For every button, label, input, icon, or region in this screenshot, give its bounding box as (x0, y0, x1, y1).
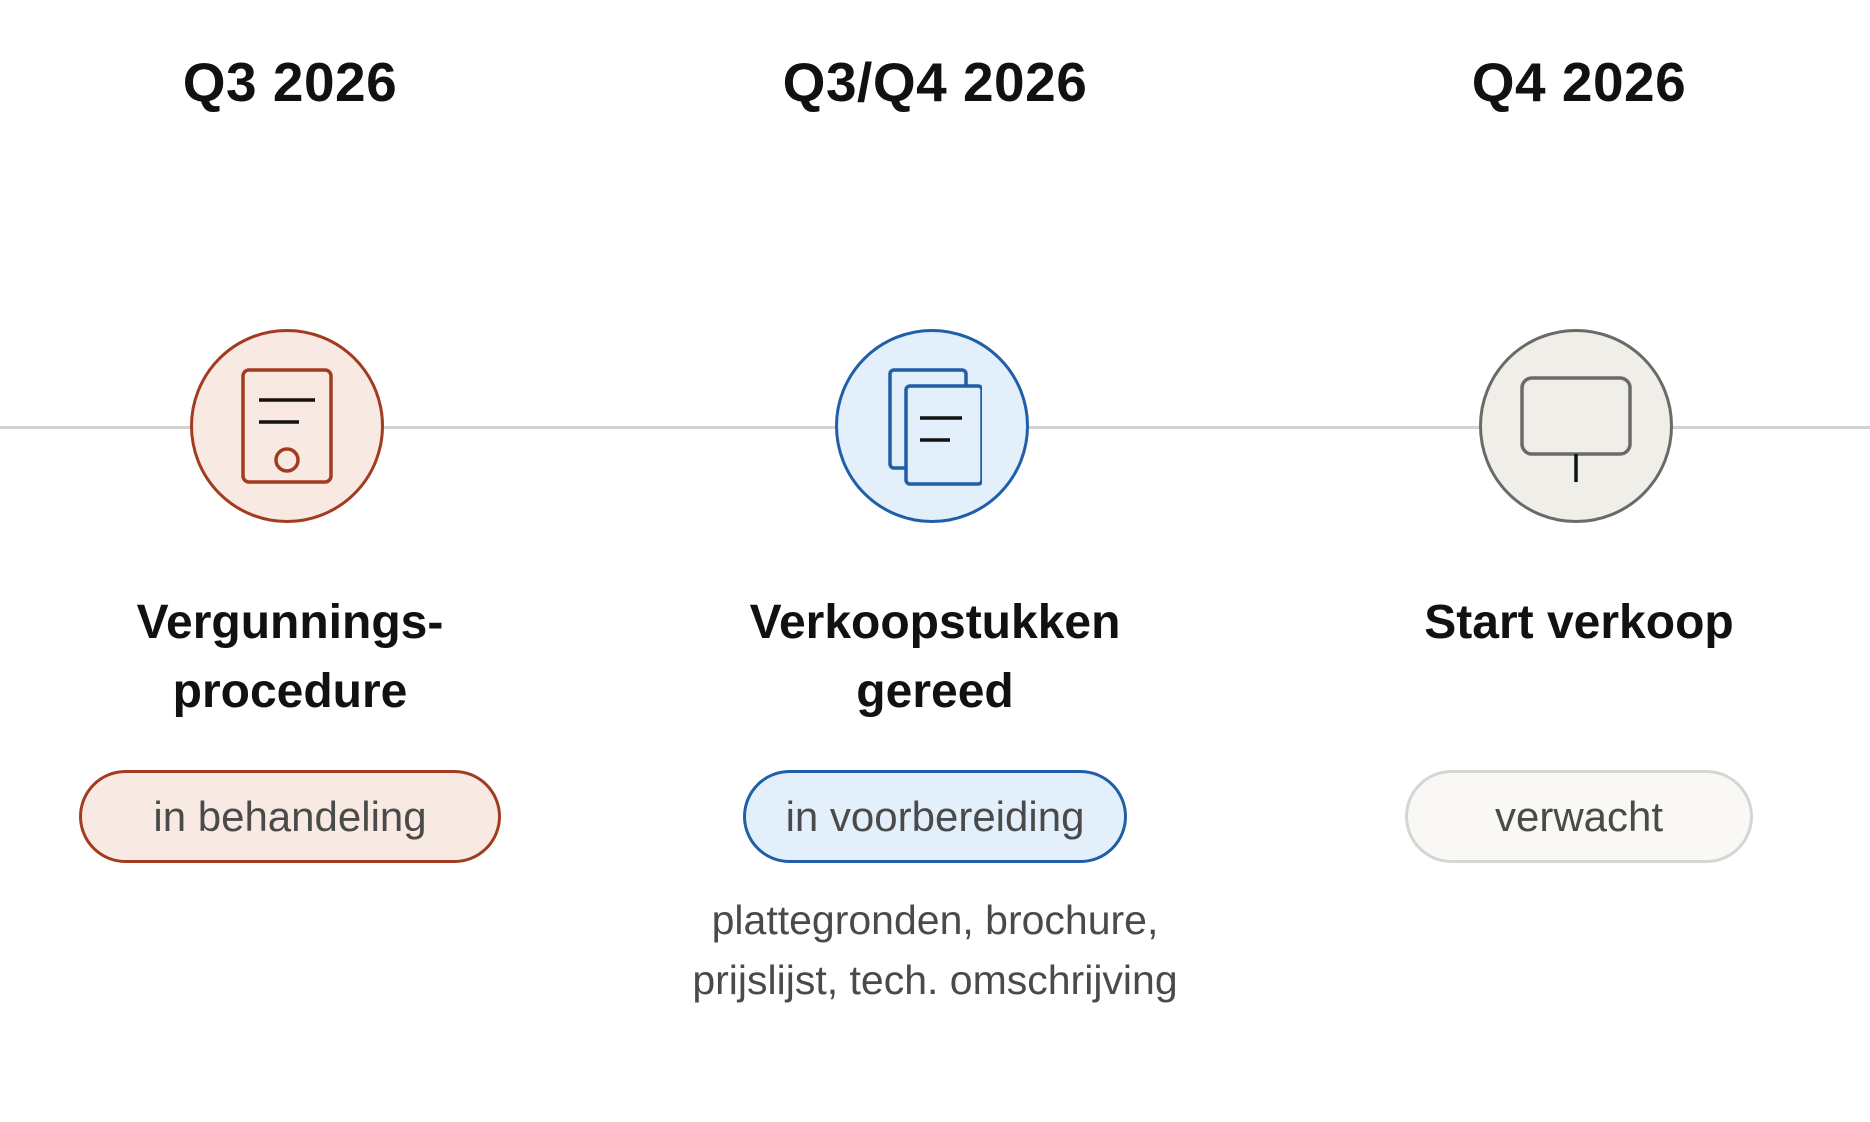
stacked-documents-icon (882, 366, 982, 486)
step-node (1479, 329, 1673, 523)
status-badge: verwacht (1405, 770, 1753, 863)
step-title-line: Vergunnings- (136, 596, 444, 649)
status-badge: in behandeling (79, 770, 501, 863)
document-icon (237, 366, 337, 486)
step-title-line: procedure (172, 665, 408, 718)
step-quarter: Q4 2026 (1471, 51, 1687, 113)
step-title: Start verkoop (1229, 588, 1870, 657)
timeline-step-verkoopstukken: Q3/Q4 2026 Verkoopstukken gereed in voor… (585, 0, 1285, 1122)
status-badge: in voorbereiding (743, 770, 1127, 863)
step-note: plattegronden, brochure, prijslijst, tec… (585, 890, 1285, 1010)
timeline-step-vergunningsprocedure: Q3 2026 Vergunnings- procedure in behand… (0, 0, 640, 1122)
timeline-step-start-verkoop: Q4 2026 Start verkoop verwacht (1229, 0, 1870, 1122)
step-title: Verkoopstukken gereed (585, 588, 1285, 726)
step-note-line: prijslijst, tech. omschrijving (692, 957, 1178, 1003)
sign-board-icon (1516, 366, 1636, 486)
step-quarter: Q3 2026 (182, 51, 398, 113)
step-title-line: Verkoopstukken (749, 596, 1121, 649)
step-title: Vergunnings- procedure (0, 588, 640, 726)
step-node (835, 329, 1029, 523)
step-quarter: Q3/Q4 2026 (782, 51, 1088, 113)
step-node (190, 329, 384, 523)
step-title-line: Start verkoop (1424, 596, 1734, 649)
step-title-line: gereed (856, 665, 1014, 718)
step-note-line: plattegronden, brochure, (711, 897, 1159, 943)
